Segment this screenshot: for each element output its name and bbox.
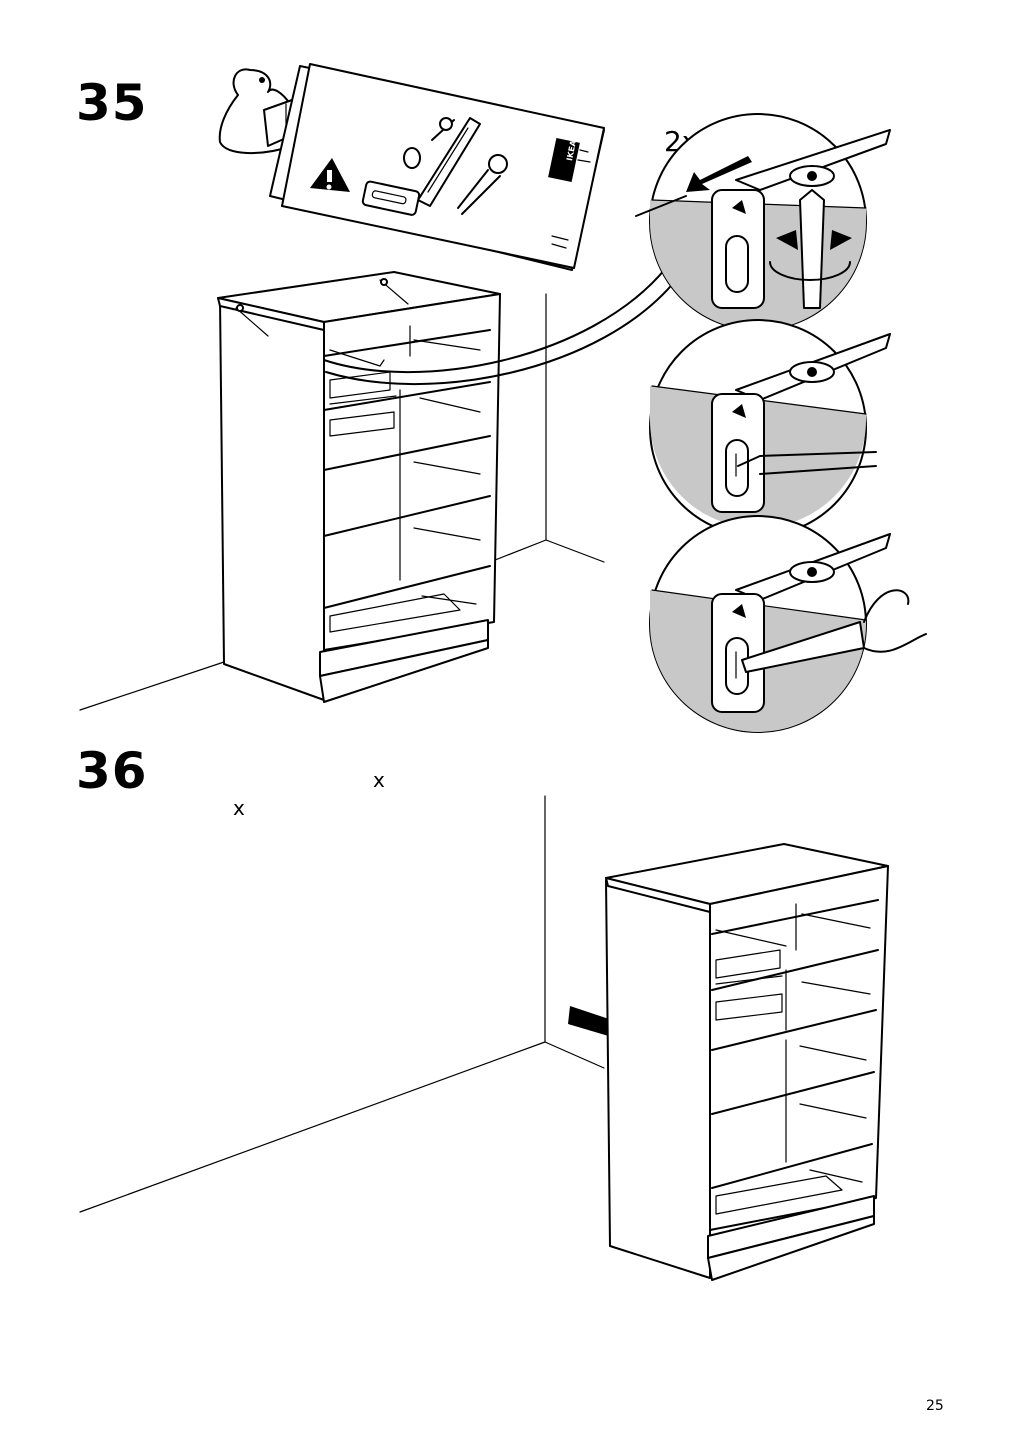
detail-circle-1 (635, 113, 891, 331)
safety-leaflet: IKEA (269, 63, 605, 271)
step-36-mark-1: x (373, 768, 385, 792)
detail-circle-3 (649, 515, 927, 733)
chest-of-drawers-36 (605, 843, 889, 1281)
page-number: 25 (926, 1398, 944, 1414)
detail-circle-2 (649, 319, 891, 537)
chest-of-drawers-35 (217, 267, 677, 703)
step-35-number: 35 (76, 74, 148, 132)
ikea-logo-icon (548, 137, 580, 183)
step-36-number: 36 (76, 742, 148, 800)
push-arrow-icon (686, 156, 752, 192)
step-36-mark-2: x (233, 796, 245, 820)
wall-corner-36 (79, 795, 605, 1213)
ikea-logo-text: IKEA (565, 139, 578, 162)
wall-corner-35 (79, 293, 605, 711)
